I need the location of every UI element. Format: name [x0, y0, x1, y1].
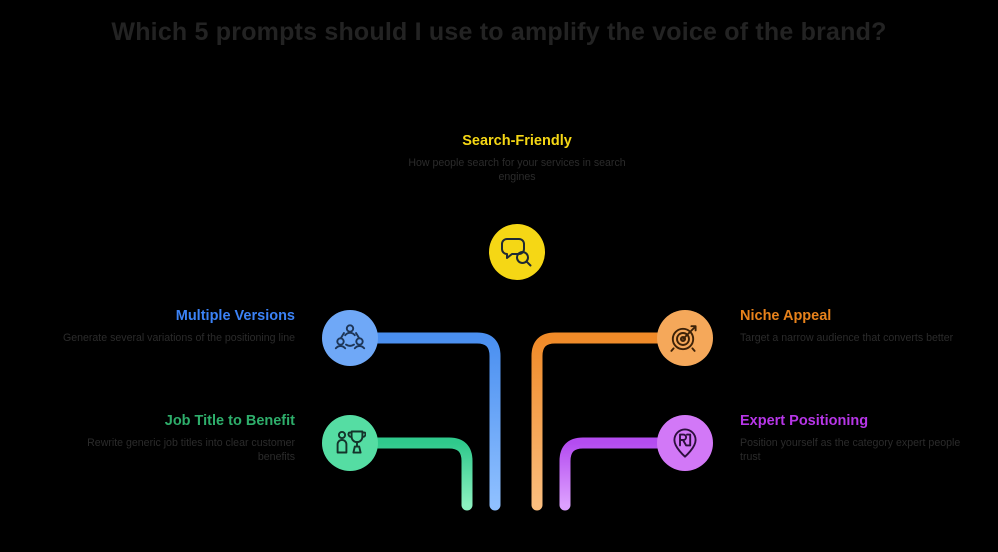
- body-expert-positioning: Position yourself as the category expert…: [740, 437, 961, 463]
- person-trophy-icon[interactable]: [322, 415, 378, 471]
- speech-bubble-search-icon[interactable]: [489, 224, 545, 280]
- label-niche-appeal: Niche Appeal Target a narrow audience th…: [740, 308, 980, 345]
- target-dart-icon[interactable]: [657, 310, 713, 366]
- body-multiple-versions: Generate several variations of the posit…: [62, 332, 295, 344]
- label-job-title-to-benefit: Job Title to Benefit Rewrite generic job…: [55, 413, 295, 464]
- label-search-friendly: Search-Friendly How people search for yo…: [389, 133, 645, 184]
- body-job-title-to-benefit: Rewrite generic job titles into clear cu…: [87, 437, 295, 463]
- diagram-title: Which 5 prompts should I use to amplify …: [111, 18, 887, 46]
- heading-expert-positioning: Expert Positioning: [740, 413, 869, 429]
- heading-job-title-to-benefit: Job Title to Benefit: [164, 413, 295, 429]
- body-niche-appeal: Target a narrow audience that converts b…: [740, 332, 954, 344]
- label-expert-positioning: Expert Positioning Position yourself as …: [740, 413, 980, 464]
- heading-search-friendly: Search-Friendly: [462, 133, 572, 149]
- people-network-icon[interactable]: [322, 310, 378, 366]
- wire-niche-appeal: [531, 332, 663, 511]
- heading-multiple-versions: Multiple Versions: [175, 308, 295, 324]
- heading-niche-appeal: Niche Appeal: [740, 308, 832, 324]
- label-multiple-versions: Multiple Versions Generate several varia…: [55, 308, 295, 345]
- body-search-friendly: How people search for your services in s…: [408, 157, 626, 183]
- location-pin-badge-icon[interactable]: [657, 415, 713, 471]
- wire-multiple-versions: [372, 332, 501, 511]
- wire-expert-positioning: [559, 437, 663, 511]
- wire-job-title-to-benefit: [372, 437, 473, 511]
